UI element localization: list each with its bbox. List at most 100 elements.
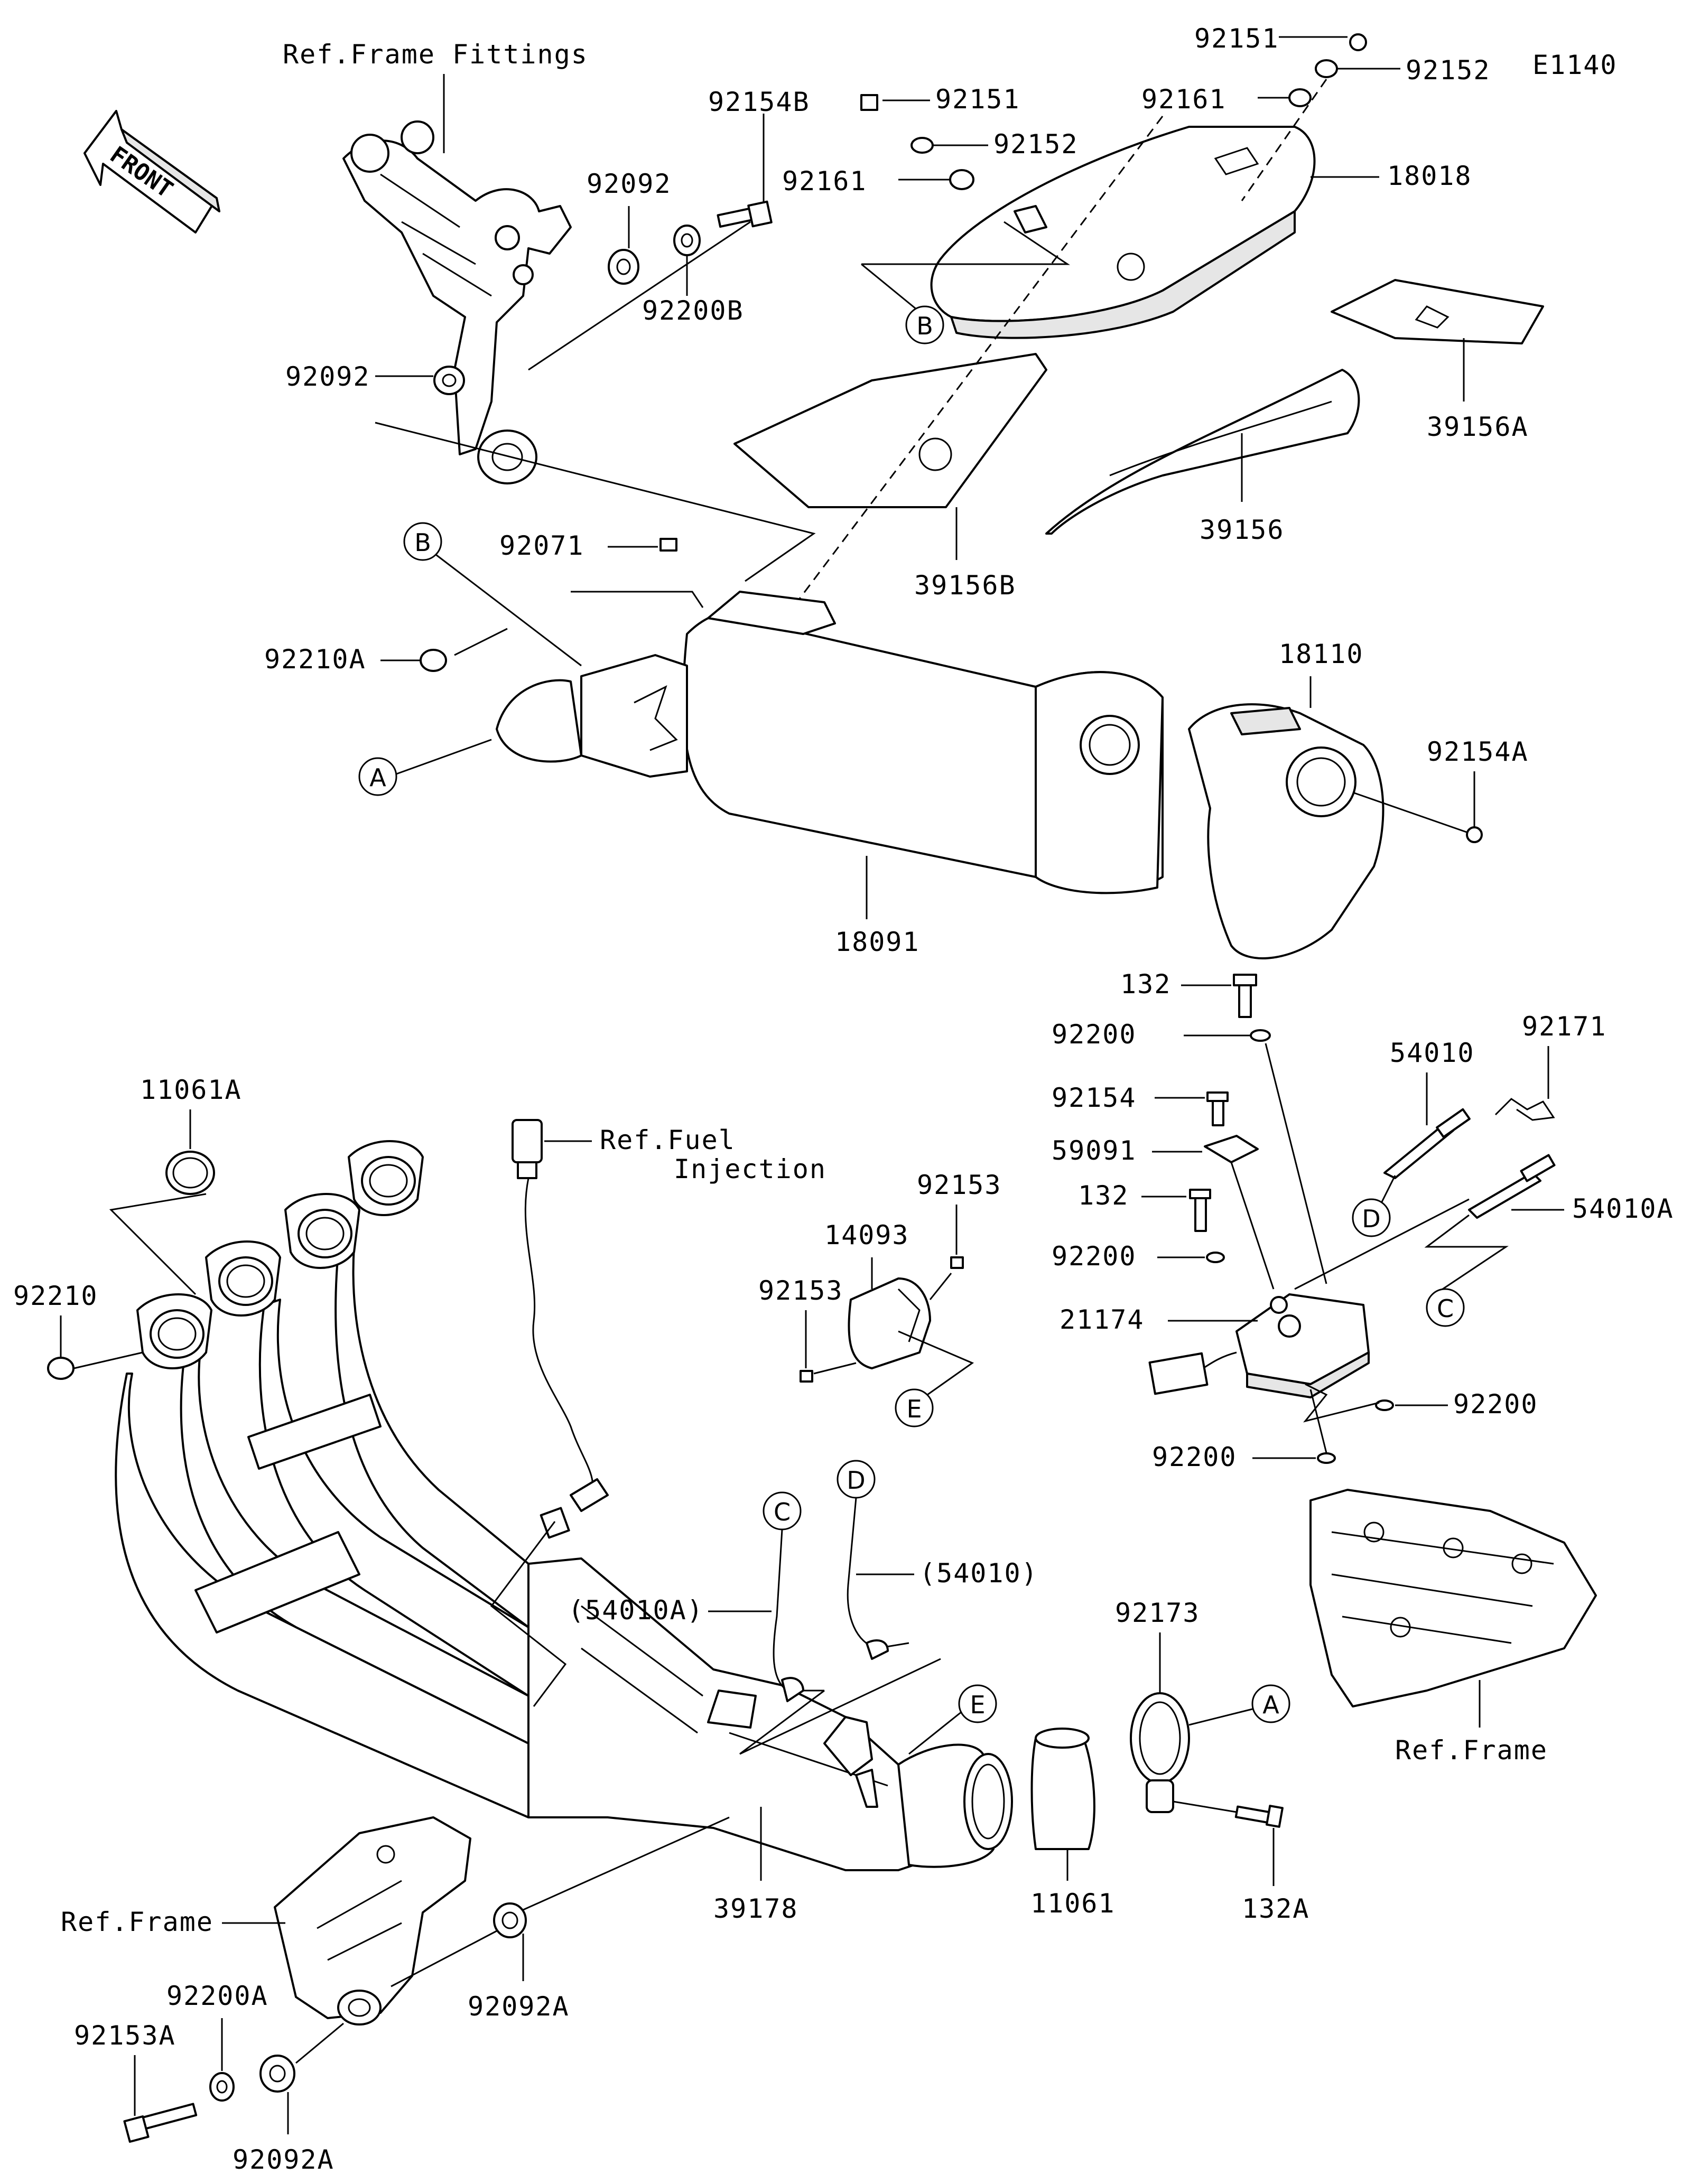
callout-d-upper — [1352, 1198, 1391, 1237]
part-92154: 92154 — [1052, 1082, 1137, 1113]
nut-92210A — [420, 649, 447, 672]
part-92210A: 92210A — [264, 644, 366, 675]
callout-c-upper — [1426, 1288, 1465, 1327]
part-92071: 92071 — [499, 530, 584, 561]
part-92092-upper: 92092 — [587, 169, 672, 199]
bolt-92151-top — [1349, 33, 1367, 51]
cable-54010-lower — [847, 1497, 909, 1660]
ref-frame-right-label: Ref.Frame — [1395, 1735, 1548, 1766]
part-132-mid: 132 — [1078, 1180, 1129, 1211]
callout-a-right — [1251, 1684, 1290, 1723]
mid-pipe-39178 — [527, 1557, 1013, 1871]
callout-e-upper — [895, 1388, 934, 1427]
part-54010A: 54010A — [1572, 1193, 1674, 1224]
bolt-92154A — [1466, 826, 1483, 843]
part-18110: 18110 — [1279, 639, 1364, 669]
part-132A: 132A — [1242, 1893, 1309, 1924]
callout-e-upper-label: E — [906, 1395, 922, 1423]
part-92161-mid: 92161 — [782, 166, 867, 197]
callout-a-left-label: A — [369, 763, 386, 792]
cable-54010A-lower — [773, 1529, 824, 1702]
bolt-132-top — [1233, 974, 1257, 1018]
clip-92071 — [659, 538, 677, 552]
part-92154A: 92154A — [1427, 736, 1529, 767]
part-14093: 14093 — [824, 1220, 909, 1250]
screw-92153-l — [800, 1370, 813, 1383]
washer-92200A — [209, 2072, 235, 2102]
part-54010-paren: (54010) — [919, 1558, 1038, 1589]
part-54010: 54010 — [1390, 1038, 1475, 1068]
part-92173: 92173 — [1115, 1598, 1200, 1628]
part-92154B: 92154B — [708, 87, 810, 117]
nut-92161-top — [1288, 88, 1312, 107]
washer-92200-4 — [1317, 1452, 1336, 1464]
part-18018: 18018 — [1387, 161, 1472, 191]
washer-92200B — [673, 225, 701, 256]
part-54010A-paren: (54010A) — [568, 1595, 704, 1626]
part-92210: 92210 — [13, 1281, 98, 1311]
part-92200A: 92200A — [166, 1981, 268, 2011]
ref-fuel-injection-line2: Injection — [674, 1154, 826, 1184]
part-92200-1: 92200 — [1052, 1019, 1137, 1050]
part-92152-mid: 92152 — [993, 129, 1079, 160]
ref-frame-left-label: Ref.Frame — [61, 1907, 213, 1937]
bolt-132A — [1234, 1805, 1284, 1828]
o2-sensor-cable — [512, 1119, 609, 1539]
bolt-92154B — [717, 200, 773, 228]
washer-92152-mid — [910, 137, 934, 154]
callout-d-lower-label: D — [847, 1466, 865, 1495]
part-92153-l: 92153 — [758, 1275, 843, 1306]
part-92092-left: 92092 — [285, 361, 370, 392]
gasket-11061A — [165, 1151, 215, 1195]
nut-92092A-bottom — [259, 2055, 295, 2093]
guard-39156A — [1331, 279, 1544, 344]
washer-92200-1 — [1250, 1029, 1271, 1042]
muffler-18091 — [496, 591, 1164, 894]
part-21174: 21174 — [1060, 1304, 1145, 1335]
bolt-92154 — [1206, 1091, 1229, 1126]
gasket-11061 — [1030, 1728, 1095, 1850]
nut-92092A-mid — [493, 1902, 527, 1938]
clip-92171 — [1494, 1098, 1555, 1121]
frame-right — [1309, 1489, 1597, 1707]
bolt-92151-mid — [860, 94, 878, 111]
bolt-92153A — [123, 2103, 198, 2143]
part-92161-top: 92161 — [1141, 84, 1227, 115]
part-92151-mid: 92151 — [935, 84, 1020, 115]
callout-c-upper-label: C — [1437, 1294, 1454, 1323]
ref-fuel-injection-line1: Ref.Fuel — [600, 1125, 736, 1155]
nut-92092-upper — [608, 249, 639, 285]
cover-18018 — [930, 126, 1316, 339]
screw-92153-r — [950, 1256, 964, 1269]
callout-b-top-label: B — [916, 312, 933, 340]
washer-92152-top — [1315, 59, 1338, 78]
callout-a-left — [358, 757, 397, 796]
actuator-21174 — [1148, 1293, 1370, 1398]
callout-e-lower — [958, 1684, 997, 1723]
part-92171: 92171 — [1522, 1011, 1607, 1042]
clamp-92173 — [1130, 1692, 1190, 1813]
guard-39156B — [733, 353, 1047, 508]
callout-c-lower-label: C — [774, 1498, 791, 1526]
callout-d-upper-label: D — [1362, 1205, 1380, 1233]
part-11061: 11061 — [1030, 1888, 1116, 1919]
frame-left — [274, 1816, 471, 2026]
part-39156A: 39156A — [1427, 412, 1529, 442]
part-92152-top: 92152 — [1406, 55, 1491, 86]
part-92153-r: 92153 — [917, 1170, 1002, 1200]
nut-92161-mid — [949, 169, 974, 190]
callout-e-lower-label: E — [970, 1691, 985, 1719]
part-39156: 39156 — [1200, 515, 1285, 545]
part-39178: 39178 — [713, 1893, 798, 1924]
part-92153A: 92153A — [74, 2020, 176, 2051]
nut-92210 — [47, 1357, 75, 1380]
part-92151-top: 92151 — [1194, 23, 1279, 54]
end-cap-18110 — [1188, 703, 1385, 959]
callout-b-top — [905, 305, 944, 344]
part-92200-2: 92200 — [1052, 1241, 1137, 1272]
part-92092A-bottom: 92092A — [233, 2144, 335, 2175]
part-18091: 18091 — [835, 927, 920, 957]
washer-92200-3 — [1375, 1399, 1394, 1411]
